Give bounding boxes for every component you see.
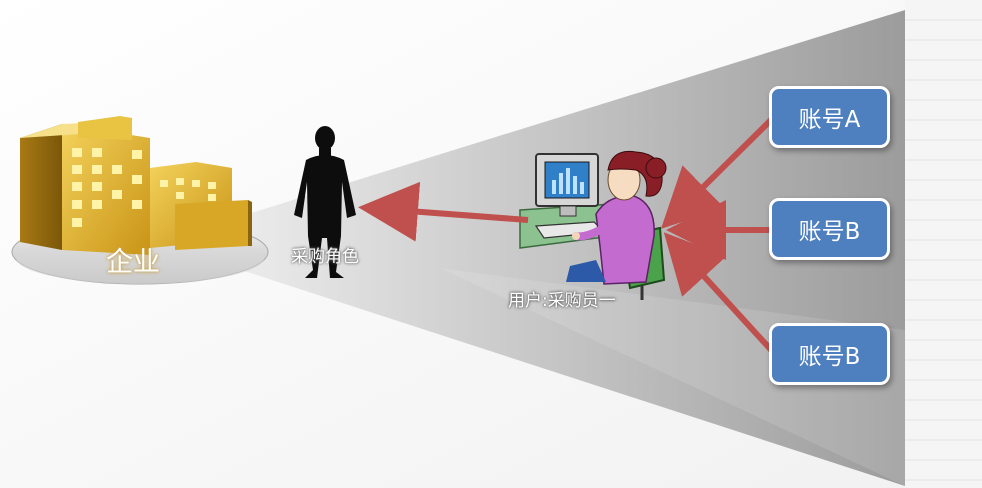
buyer-role-label: 采购角色	[291, 242, 359, 267]
user-label: 用户:采购员一	[508, 286, 616, 311]
account-box-b-1: 账号B	[769, 198, 890, 260]
account-box-a: 账号A	[769, 86, 890, 148]
right-stripe-panel	[905, 0, 982, 488]
account-box-b-2: 账号B	[769, 323, 890, 385]
company-label: 企业	[106, 240, 160, 279]
